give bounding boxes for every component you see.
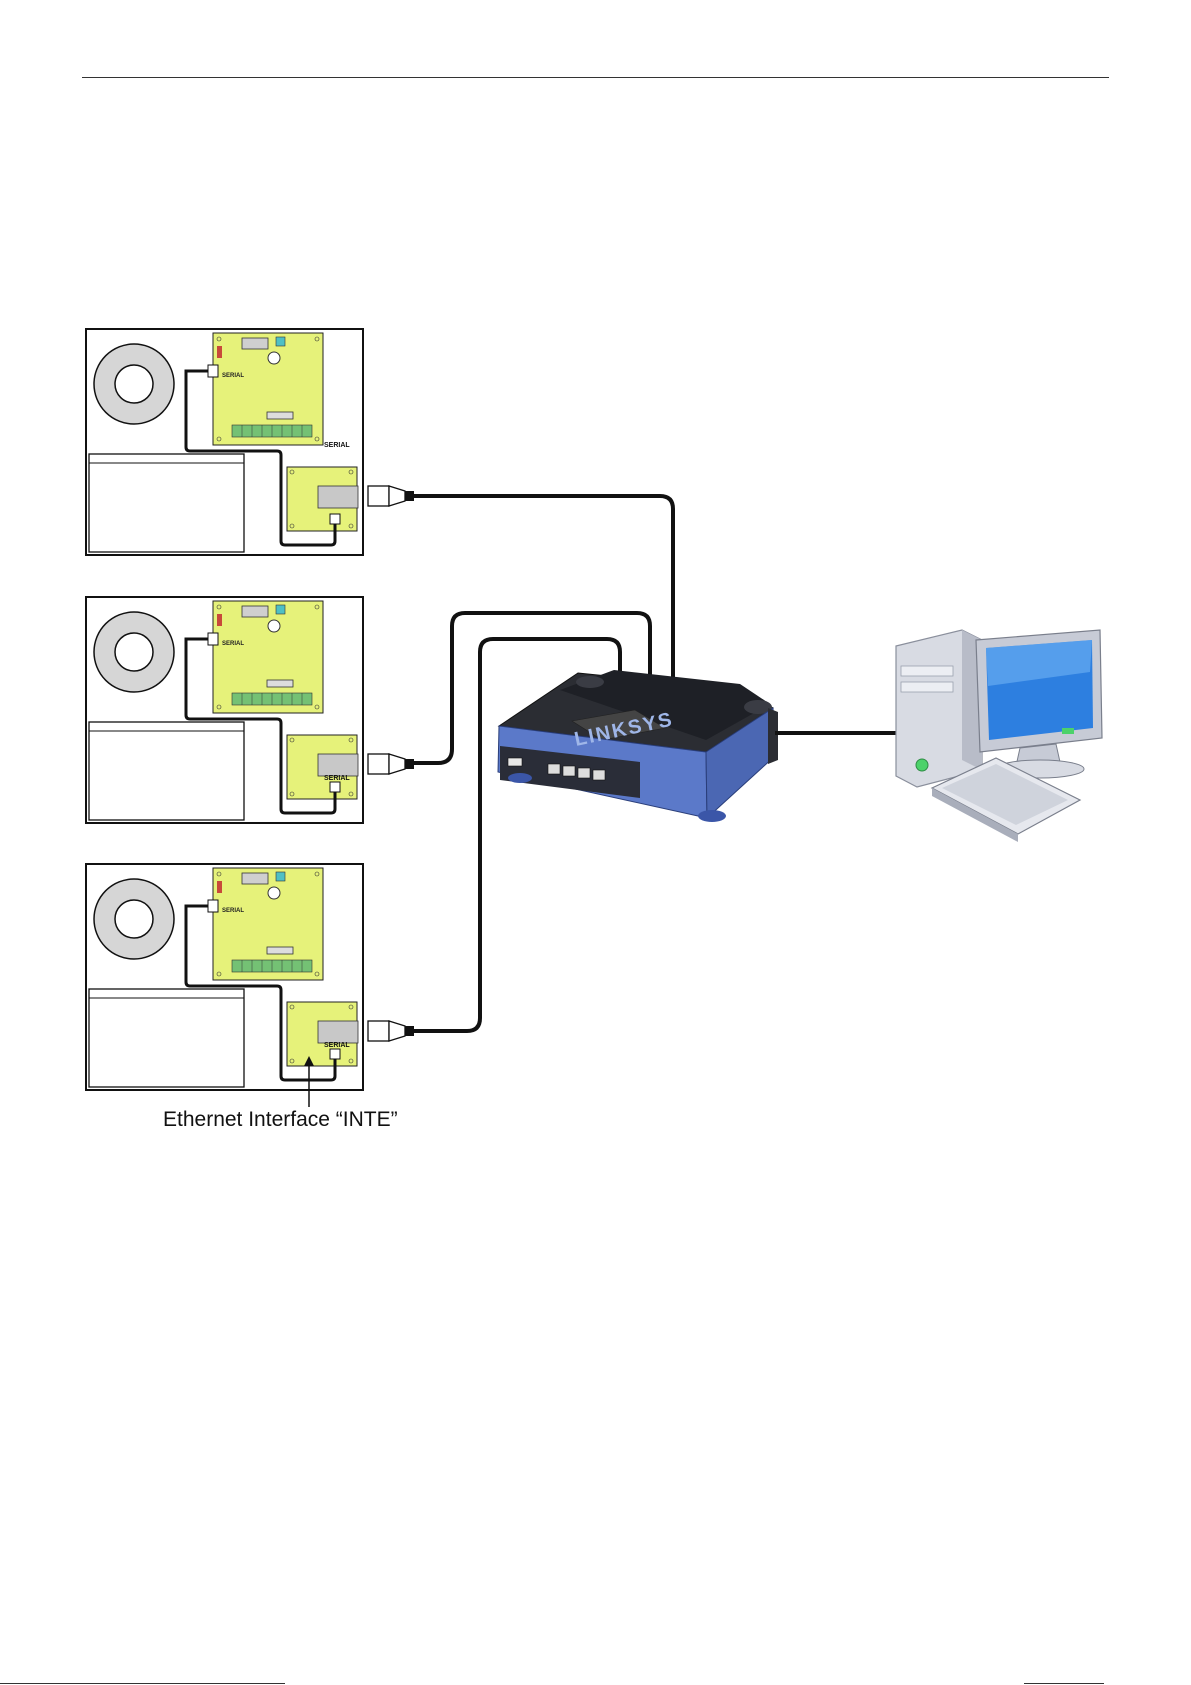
serial-label-interface: SERIAL <box>324 442 350 449</box>
footer-rule-right <box>1024 1683 1104 1684</box>
footer-rule-left <box>0 1683 285 1684</box>
router: LINKSYS <box>498 670 778 822</box>
ethernet-interface-caption: Ethernet Interface “INTE” <box>163 1108 398 1132</box>
installation-module-3: SERIAL SERIAL <box>86 864 414 1090</box>
installation-module-1: SERIAL <box>86 329 414 555</box>
serial-label-interface: SERIAL <box>324 1042 350 1049</box>
computer <box>896 630 1102 842</box>
serial-label-main: SERIAL <box>222 908 244 914</box>
serial-label-interface: SERIAL <box>324 775 350 782</box>
serial-label-main: SERIAL <box>222 641 244 647</box>
serial-label-main: SERIAL <box>222 373 244 379</box>
installation-module-2: SERIAL SERIAL <box>86 597 414 823</box>
